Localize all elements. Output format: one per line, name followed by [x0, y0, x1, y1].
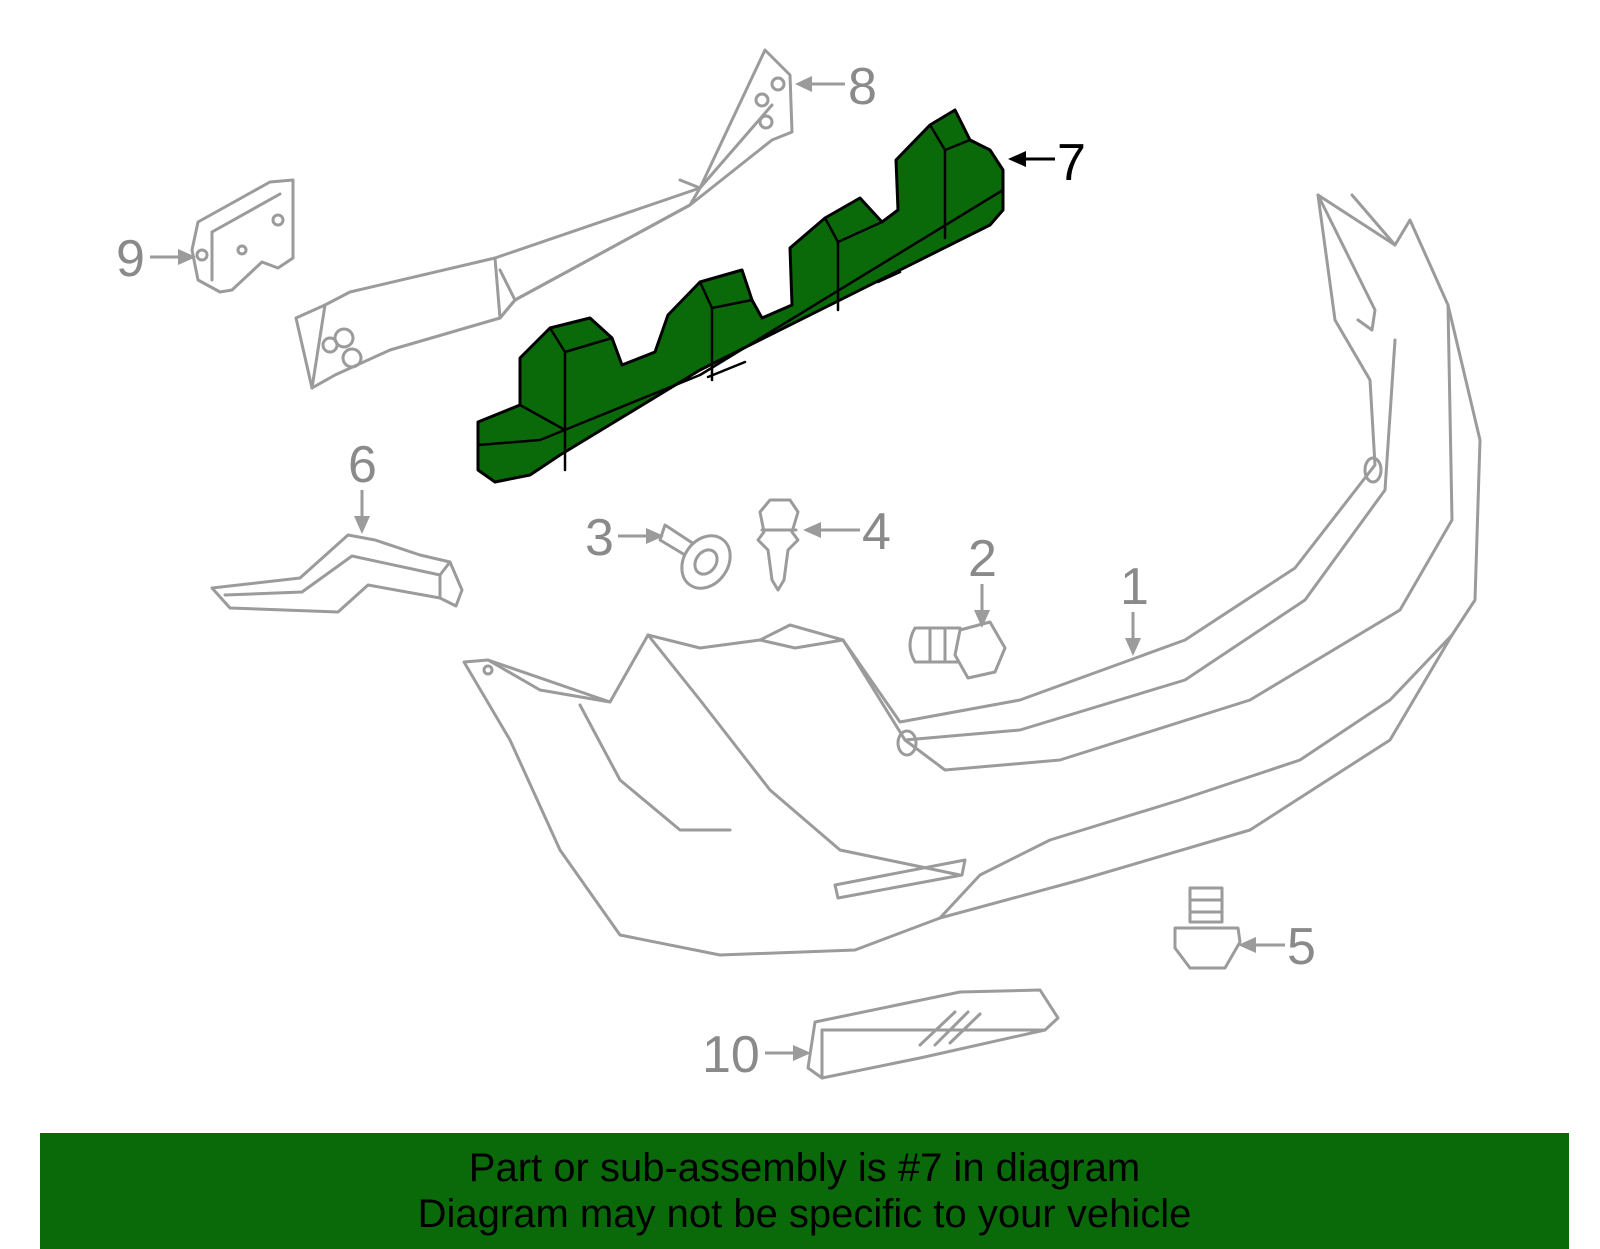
callout-6: 6	[348, 436, 377, 494]
callout-9: 9	[116, 230, 145, 288]
part-10-reflector[interactable]	[806, 988, 1060, 1080]
part-9-bracket[interactable]	[190, 178, 295, 294]
part-8-reinforcement-beam[interactable]	[294, 48, 794, 390]
banner-line-part: Part or sub-assembly is #7 in diagram	[468, 1146, 1141, 1190]
callout-7: 7	[1057, 134, 1086, 192]
part-3-push-pin[interactable]	[658, 523, 740, 598]
part-1-bumper-cover[interactable]	[462, 193, 1482, 957]
callout-4: 4	[862, 503, 891, 561]
banner-line-disclaimer: Diagram may not be specific to your vehi…	[417, 1192, 1192, 1236]
callout-labels: 8 7 9 6 3 4 2 1 5 10	[116, 58, 1316, 1084]
part-5-bolt[interactable]	[1173, 886, 1242, 970]
part-4-clip[interactable]	[756, 498, 800, 592]
callout-10: 10	[702, 1026, 760, 1084]
part-6-bracket[interactable]	[210, 533, 464, 614]
callout-2: 2	[968, 530, 997, 588]
part-2-bolt[interactable]	[908, 620, 1007, 680]
callout-5: 5	[1287, 918, 1316, 976]
callout-1: 1	[1120, 558, 1149, 616]
leader-lines	[150, 76, 1285, 1061]
callout-8: 8	[848, 58, 877, 116]
part-7-energy-absorber[interactable]	[476, 108, 1005, 484]
callout-3: 3	[585, 509, 614, 567]
info-banner: Part or sub-assembly is #7 in diagram Di…	[40, 1133, 1569, 1249]
